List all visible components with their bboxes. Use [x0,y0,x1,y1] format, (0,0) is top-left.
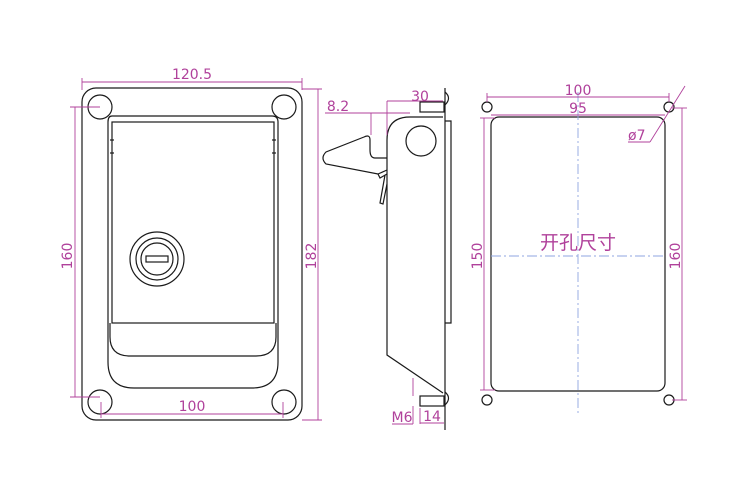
mounting-plate [81,87,303,421]
mount-hole [271,389,297,415]
dim-cutout-h: 150 [470,243,486,270]
key-lock-icon [129,231,185,287]
cutout-title: 开孔尺寸 [540,232,616,254]
hole [663,101,675,113]
dim-latch-offset: 8.2 [327,99,349,115]
dim-hole-dia: ø7 [628,128,645,144]
dim-stud-length: 14 [423,409,441,425]
stud [419,395,445,407]
dim-hole-spacing-w: 100 [565,83,592,99]
hole [481,101,493,113]
dim-hole-height: 160 [60,243,76,270]
pivot-circle [405,125,437,157]
dim-thread: M6 [392,410,413,426]
dim-depth: 30 [411,89,429,105]
mount-hole [271,94,297,120]
front-view: 120.5 160 182 100 [60,67,322,421]
latch-body [386,116,444,394]
handle-lip [109,323,277,357]
cutout-view: 开孔尺寸 100 95 150 160 ø7 [470,83,687,415]
hole [481,394,493,406]
dim-cutout-w: 95 [569,101,587,117]
dim-width: 120.5 [172,67,212,83]
latch-hook [322,135,388,175]
recess-outline [107,115,279,389]
dim-hole-spacing-h: 160 [668,243,684,270]
dim-hole-spacing: 100 [179,399,206,415]
dim-total-height: 182 [304,243,320,270]
side-view: 30 8.2 M6 14 [322,88,452,430]
handle-panel [111,121,275,324]
stud [419,101,445,113]
mount-hole [87,389,113,415]
